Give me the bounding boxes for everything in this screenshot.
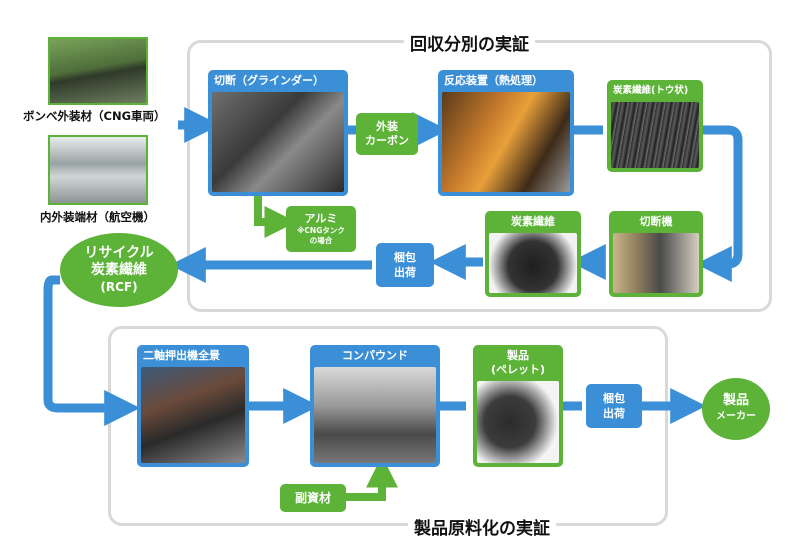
- reactor-label: 反応装置（熱処理）: [444, 74, 543, 87]
- rcf-line3: (RCF): [100, 279, 138, 294]
- extruder-label: 二軸押出機全景: [143, 349, 220, 362]
- aluminum-line2: ※CNGタンク: [297, 226, 345, 235]
- cutter-photo: [613, 233, 699, 293]
- reactor-card: 反応装置（熱処理）: [438, 70, 574, 196]
- aircraft-source-label: 内外装端材（航空機）: [40, 210, 155, 224]
- product-pellet-card: 製品 (ペレット): [473, 345, 563, 467]
- arrow-cutting-to-aluminum: [254, 196, 297, 238]
- compound-card: コンパウンド: [310, 345, 440, 467]
- cutter-label: 切断機: [639, 215, 673, 228]
- maker-line2: メーカー: [716, 411, 756, 422]
- extruder-card: 二軸押出機全景: [137, 345, 249, 467]
- aluminum-box: アルミ ※CNGタンク の場合: [286, 206, 356, 252]
- material-section-title: 製品原料化の実証: [408, 514, 556, 539]
- arrow-additive-to-compound: [345, 455, 398, 501]
- additive-label: 副資材: [294, 491, 331, 505]
- rcf-circle: リサイクル 炭素繊維 (RCF): [60, 233, 178, 307]
- product-label-line1: 製品: [507, 349, 529, 362]
- cng-vehicle-photo: [48, 37, 148, 105]
- arrow-rcf-to-extruder: [43, 275, 141, 426]
- outer-carbon-line1: 外装: [376, 120, 398, 133]
- cutting-grinder-card: 切断（グラインダー）: [208, 70, 348, 196]
- rcf-line1: リサイクル: [84, 244, 154, 261]
- aircraft-scrap-photo: [48, 135, 148, 205]
- pack-ship-2-line2: 出荷: [603, 407, 625, 420]
- pack-ship-box-2: 梱包 出荷: [586, 384, 642, 428]
- carbon-tow-card: 炭素繊維(トウ状): [607, 80, 703, 172]
- rcf-line2: 炭素繊維: [91, 261, 147, 278]
- recovery-section-title: 回収分別の実証: [404, 30, 535, 55]
- carbon-tow-label: 炭素繊維(トウ状): [613, 85, 689, 96]
- reactor-photo: [442, 92, 570, 192]
- cutting-grinder-photo: [212, 92, 344, 192]
- extruder-photo: [141, 367, 245, 463]
- product-label-line2: (ペレット): [490, 363, 546, 376]
- carbon-tow-photo: [611, 102, 699, 168]
- outer-carbon-box: 外装 カーボン: [356, 113, 418, 155]
- maker-circle: 製品 メーカー: [702, 378, 770, 440]
- aluminum-line1: アルミ: [304, 212, 338, 225]
- carbon-fiber-label: 炭素繊維: [511, 215, 555, 228]
- maker-line1: 製品: [722, 393, 749, 408]
- pack-ship-2-line1: 梱包: [603, 392, 625, 405]
- pack-ship-1-line2: 出荷: [394, 266, 416, 279]
- outer-carbon-line2: カーボン: [365, 134, 409, 147]
- cutting-grinder-label: 切断（グラインダー）: [214, 74, 324, 87]
- product-pellet-photo: [477, 381, 559, 463]
- compound-label: コンパウンド: [342, 349, 408, 362]
- material-section-frame: [108, 326, 668, 526]
- carbon-fiber-card: 炭素繊維: [485, 211, 581, 297]
- cng-source-label: ボンベ外装材（CNG車両）: [23, 109, 166, 123]
- compound-photo: [314, 367, 436, 463]
- aluminum-line3: の場合: [309, 236, 333, 245]
- pack-ship-box-1: 梱包 出荷: [376, 243, 434, 287]
- additive-box: 副資材: [280, 484, 346, 512]
- arrow-tow-to-cutter: [695, 125, 743, 282]
- carbon-fiber-photo: [489, 233, 577, 293]
- cutter-card: 切断機: [609, 211, 703, 297]
- pack-ship-1-line1: 梱包: [394, 251, 416, 264]
